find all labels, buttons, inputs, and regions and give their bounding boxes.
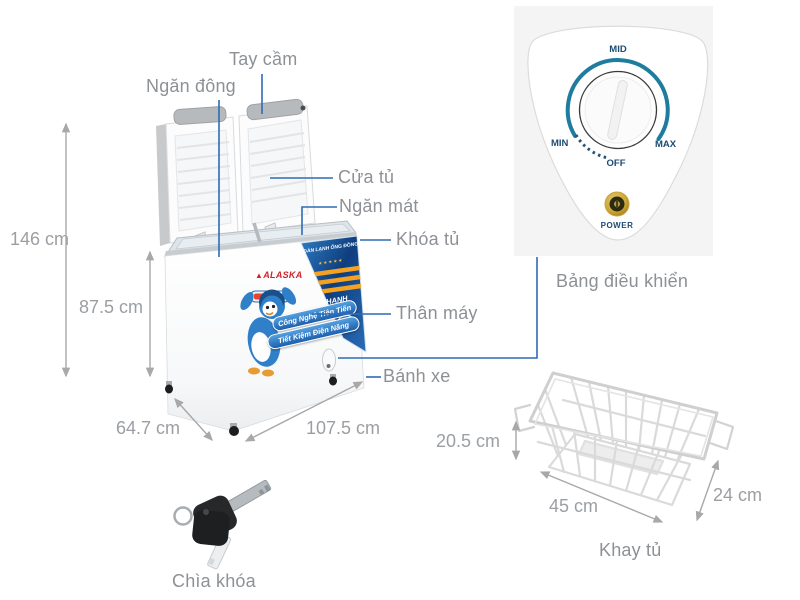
body-lock [322,348,336,372]
dial-label-max: MAX [655,139,677,150]
label-door: Cửa tủ [338,167,395,187]
alaska-logo-text: ALASKA [263,270,303,280]
dimension-width: 107.5 cm [306,418,381,438]
dimension-depth: 64.7 cm [116,418,181,438]
alaska-logo-triangle-icon: ▲ [255,271,264,280]
basket-illustration [513,371,735,507]
left-lid-handle [173,106,227,125]
mascot-illustration [240,287,297,377]
label-freezer-compartment: Ngăn đông [146,76,236,96]
label-basket: Khay tủ [599,540,662,560]
label-wheel: Bánh xe [383,366,451,386]
dial-arc [565,58,670,141]
dial-label-off: OFF [606,158,626,169]
label-lock: Khóa tủ [396,229,460,249]
label-handle: Tay cầm [229,49,298,69]
dimension-basket-height: 20.5 cm [436,431,501,451]
freezer-left-lid [156,106,239,246]
handle-lock-dot [300,105,306,111]
alaska-logo: ▲ALASKA [255,270,303,280]
dial-dashed-ticks [574,134,609,160]
label-cooler-compartment: Ngăn mát [339,196,419,216]
dimension-basket-depth: 24 cm [713,485,763,505]
control-panel-inset [514,6,713,256]
dial-label-mid: MID [609,44,627,55]
freezer-illustration [156,98,367,436]
keys-illustration [173,479,272,570]
power-label: POWER [600,221,634,230]
dimension-body-height: 87.5 cm [79,297,144,317]
dimension-total-height: 146 cm [10,229,70,249]
power-button [604,191,630,217]
label-control-panel: Bảng điều khiển [556,271,689,291]
label-keys: Chìa khóa [172,571,256,591]
label-body: Thân máy [396,303,478,323]
key-ring [173,506,193,526]
dimension-basket-width: 45 cm [549,496,599,516]
dial-label-min: MIN [551,138,569,149]
dial-pointer [607,79,628,140]
freezer-right-lid [238,98,316,234]
